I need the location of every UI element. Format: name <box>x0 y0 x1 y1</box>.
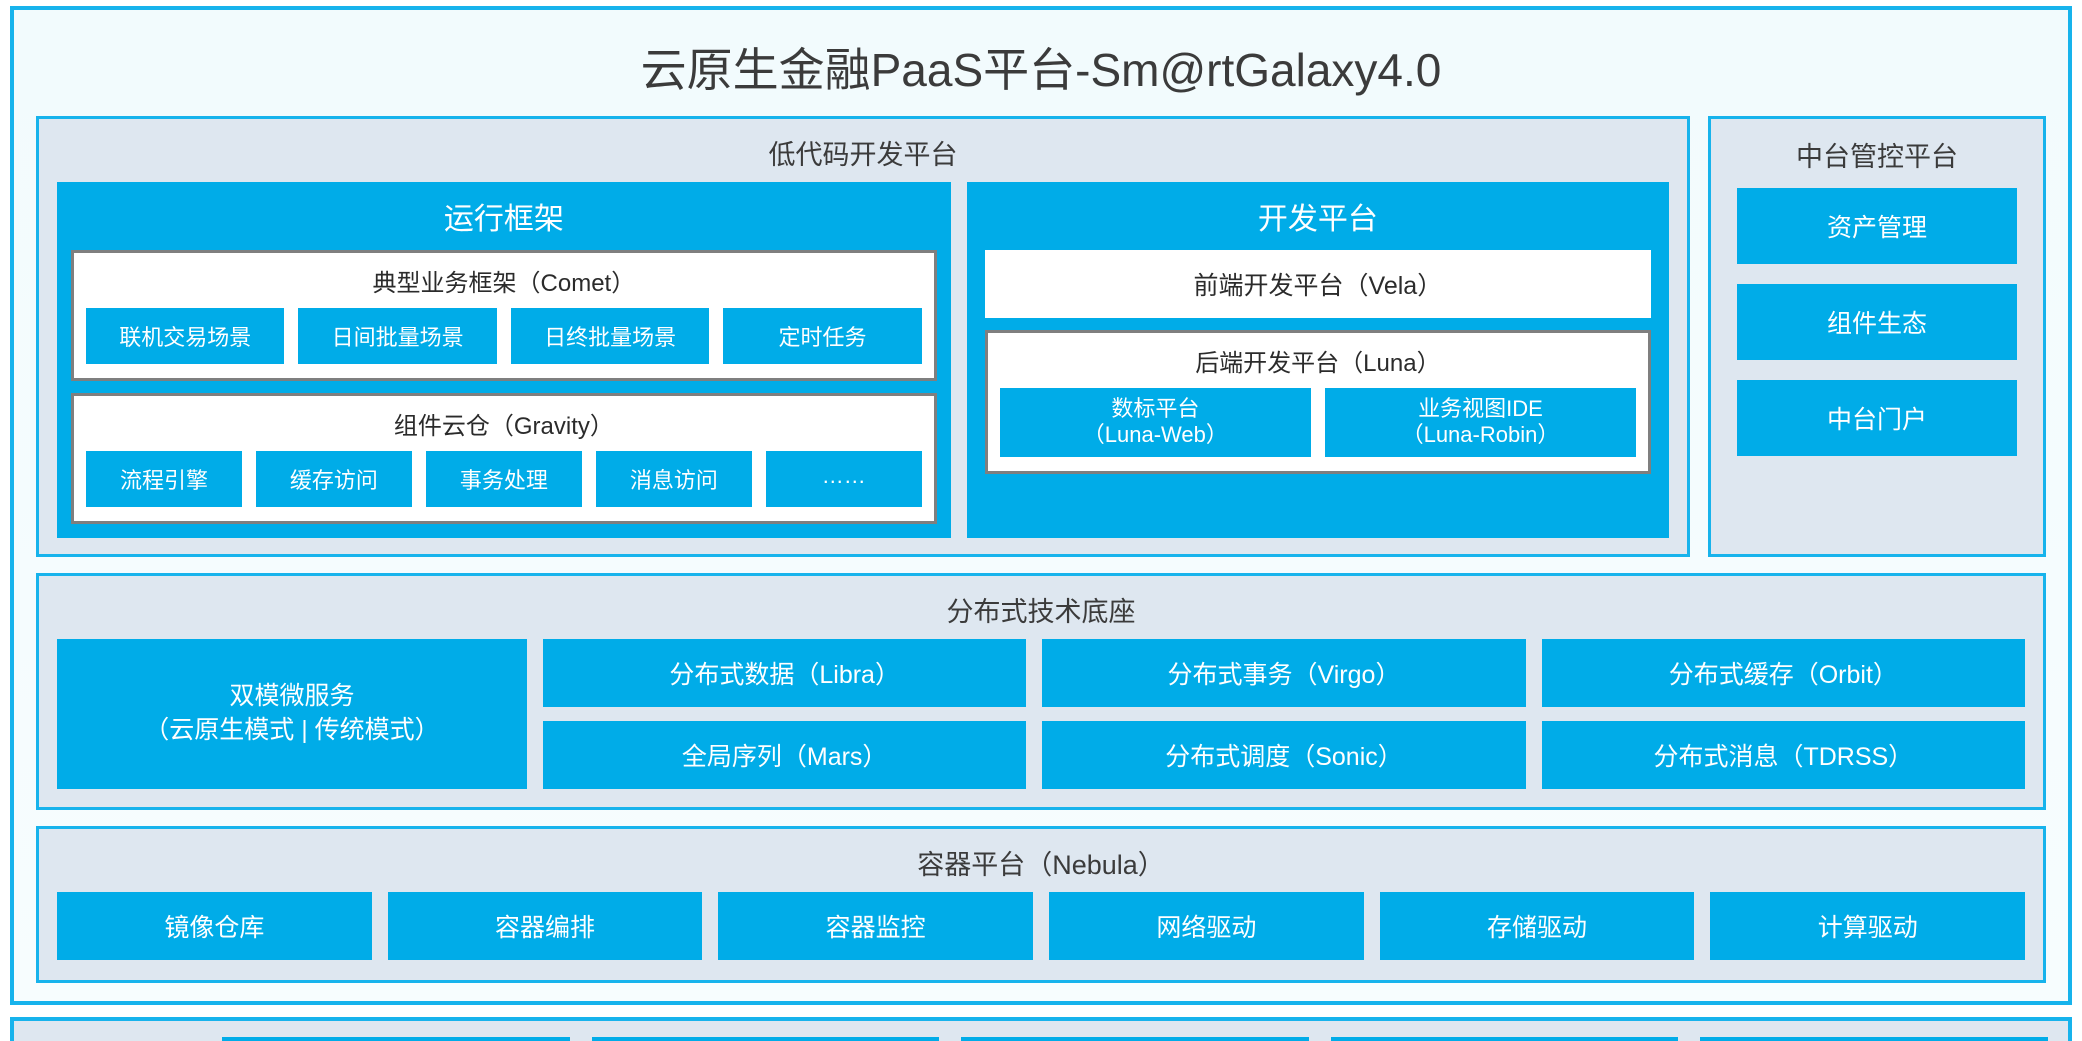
cp-cell-monitoring[interactable]: 容器监控 <box>718 892 1034 960</box>
tech-cell-virgo[interactable]: 分布式事务（Virgo） <box>1042 639 1526 707</box>
gravity-component-cloud-box: 组件云仓（Gravity） 流程引擎 缓存访问 事务处理 消息访问 …… <box>71 393 937 524</box>
chip-online-transaction[interactable]: 联机交易场景 <box>86 308 285 364</box>
gravity-chip-row: 流程引擎 缓存访问 事务处理 消息访问 …… <box>86 451 922 507</box>
tech-dual-mode-microservice[interactable]: 双模微服务 （云原生模式 | 传统模式） <box>57 639 527 789</box>
runtime-framework-title: 运行框架 <box>443 203 564 236</box>
infrastructure-panel: 基础设施 物理机 虚拟机 私有云 公有云 国产化硬件 <box>10 1017 2072 1041</box>
cp-cell-image-registry[interactable]: 镜像仓库 <box>57 892 372 960</box>
chip-daytime-batch[interactable]: 日间批量场景 <box>298 308 497 364</box>
top-row: 低代码开发平台 运行框架 典型业务框架（Comet） 联机交易场景 日间批量场景… <box>36 116 2046 557</box>
tech-base-title: 分布式技术底座 <box>946 597 1136 627</box>
lowcode-platform-panel: 低代码开发平台 运行框架 典型业务框架（Comet） 联机交易场景 日间批量场景… <box>36 116 1690 557</box>
mgmt-item-asset-management[interactable]: 资产管理 <box>1737 188 2017 264</box>
dual-mode-line2: （云原生模式 | 传统模式） <box>144 716 440 744</box>
tech-column-2: 分布式事务（Virgo） 分布式调度（Sonic） <box>1042 639 1526 789</box>
chip-scheduled-task[interactable]: 定时任务 <box>723 308 922 364</box>
tech-cell-orbit[interactable]: 分布式缓存（Orbit） <box>1541 639 2025 707</box>
comet-chip-row: 联机交易场景 日间批量场景 日终批量场景 定时任务 <box>86 308 922 364</box>
chip-luna-web-line2: （Luna-Web） <box>1082 422 1228 448</box>
chip-transaction-processing[interactable]: 事务处理 <box>425 451 582 507</box>
backend-platform-luna-box: 后端开发平台（Luna） 数标平台 （Luna-Web） 业务视图IDE （Lu… <box>984 330 1651 474</box>
infra-cell-public-cloud[interactable]: 公有云 <box>1330 1037 1679 1041</box>
chip-endofday-batch[interactable]: 日终批量场景 <box>510 308 710 364</box>
infra-cell-private-cloud[interactable]: 私有云 <box>961 1037 1309 1041</box>
lowcode-platform-title: 低代码开发平台 <box>768 140 958 170</box>
infra-cell-domestic-hardware[interactable]: 国产化硬件 <box>1700 1037 2048 1041</box>
development-platform-card: 开发平台 前端开发平台（Vela） 后端开发平台（Luna） 数标平台 （Lun… <box>966 182 1669 538</box>
tech-cell-libra[interactable]: 分布式数据（Libra） <box>543 639 1027 707</box>
distributed-tech-base-panel: 分布式技术底座 双模微服务 （云原生模式 | 传统模式） 分布式数据（Libra… <box>36 573 2046 810</box>
container-platform-panel: 容器平台（Nebula） 镜像仓库 容器编排 容器监控 网络驱动 存储驱动 计算… <box>36 826 2046 983</box>
mgmt-item-component-ecosystem[interactable]: 组件生态 <box>1737 284 2017 360</box>
management-platform-panel: 中台管控平台 资产管理 组件生态 中台门户 <box>1708 116 2046 557</box>
cp-cell-network-driver[interactable]: 网络驱动 <box>1049 892 1364 960</box>
mgmt-item-portal[interactable]: 中台门户 <box>1737 380 2017 456</box>
comet-title: 典型业务框架（Comet） <box>372 270 636 297</box>
chip-luna-robin-line1: 业务视图IDE <box>1418 396 1543 421</box>
dual-mode-line1: 双模微服务 <box>229 682 355 711</box>
gravity-title: 组件云仓（Gravity） <box>393 413 614 440</box>
luna-chip-row: 数标平台 （Luna-Web） 业务视图IDE （Luna-Robin） <box>999 388 1637 457</box>
cp-cell-compute-driver[interactable]: 计算驱动 <box>1710 892 2026 960</box>
comet-business-framework-box: 典型业务框架（Comet） 联机交易场景 日间批量场景 日终批量场景 定时任务 <box>71 250 937 381</box>
chip-cache-access[interactable]: 缓存访问 <box>255 451 412 507</box>
chip-luna-web-line1: 数标平台 <box>1111 396 1200 421</box>
infra-cell-virtual-machine[interactable]: 虚拟机 <box>591 1037 940 1041</box>
cp-cell-orchestration[interactable]: 容器编排 <box>387 892 703 960</box>
chip-luna-robin-line2: （Luna-Robin） <box>1401 422 1560 448</box>
chip-luna-web[interactable]: 数标平台 （Luna-Web） <box>999 388 1311 457</box>
frontend-platform-vela[interactable]: 前端开发平台（Vela） <box>984 250 1651 318</box>
tech-column-3: 分布式缓存（Orbit） 分布式消息（TDRSS） <box>1541 639 2025 789</box>
tech-cell-sonic[interactable]: 分布式调度（Sonic） <box>1042 721 1526 789</box>
tech-base-body: 双模微服务 （云原生模式 | 传统模式） 分布式数据（Libra） 全局序列（M… <box>39 639 2043 789</box>
chip-message-access[interactable]: 消息访问 <box>595 451 752 507</box>
container-platform-title: 容器平台（Nebula） <box>917 850 1165 880</box>
management-platform-title: 中台管控平台 <box>1796 142 1958 172</box>
cp-cell-storage-driver[interactable]: 存储驱动 <box>1379 892 1695 960</box>
runtime-framework-card: 运行框架 典型业务框架（Comet） 联机交易场景 日间批量场景 日终批量场景 … <box>57 182 951 538</box>
management-item-list: 资产管理 组件生态 中台门户 <box>1737 188 2017 456</box>
lowcode-platform-body: 运行框架 典型业务框架（Comet） 联机交易场景 日间批量场景 日终批量场景 … <box>39 182 1687 538</box>
development-platform-title: 开发平台 <box>1257 203 1378 236</box>
infrastructure-items: 物理机 虚拟机 私有云 公有云 国产化硬件 <box>222 1037 2048 1041</box>
tech-column-1: 分布式数据（Libra） 全局序列（Mars） <box>543 639 1027 789</box>
tech-cell-tdrss[interactable]: 分布式消息（TDRSS） <box>1541 721 2025 789</box>
main-architecture-frame: 云原生金融PaaS平台-Sm@rtGalaxy4.0 低代码开发平台 运行框架 … <box>10 6 2072 1005</box>
chip-more-ellipsis[interactable]: …… <box>765 451 922 507</box>
container-platform-row: 镜像仓库 容器编排 容器监控 网络驱动 存储驱动 计算驱动 <box>39 892 2043 960</box>
chip-luna-robin[interactable]: 业务视图IDE （Luna-Robin） <box>1324 388 1637 457</box>
tech-cell-mars[interactable]: 全局序列（Mars） <box>543 721 1027 789</box>
luna-title: 后端开发平台（Luna） <box>1195 350 1441 377</box>
page-title: 云原生金融PaaS平台-Sm@rtGalaxy4.0 <box>640 44 1442 96</box>
infra-cell-physical-machine[interactable]: 物理机 <box>222 1037 570 1041</box>
chip-process-engine[interactable]: 流程引擎 <box>86 451 242 507</box>
